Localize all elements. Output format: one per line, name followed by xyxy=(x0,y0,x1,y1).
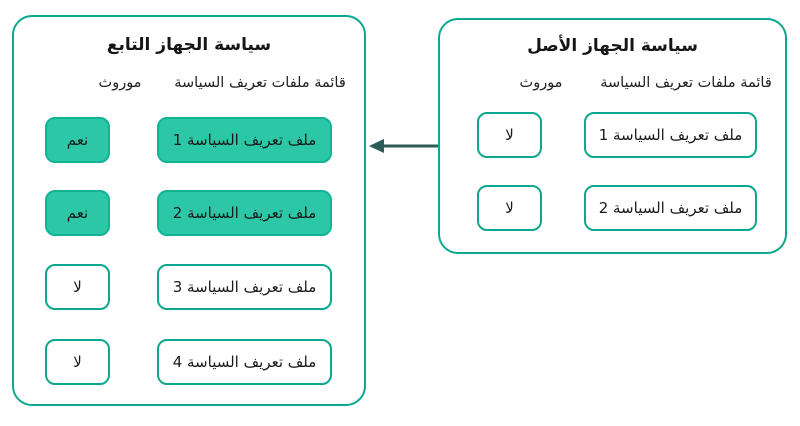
policy-profile-badge: ملف تعريف السياسة 2 xyxy=(157,190,332,236)
inherited-badge: لا xyxy=(477,185,542,231)
inheritance-arrow-icon xyxy=(368,136,438,156)
policy-profile-badge: ملف تعريف السياسة 2 xyxy=(584,185,757,231)
child-panel-title: سياسة الجهاز التابع xyxy=(106,35,272,55)
parent-policy-list-header: قائمة ملفات تعريف السياسة xyxy=(600,75,772,91)
inherited-badge: لا xyxy=(477,112,542,158)
inherited-badge: نعم xyxy=(45,117,110,163)
child-device-policy-panel: سياسة الجهاز التابع قائمة ملفات تعريف ال… xyxy=(12,15,366,406)
inherited-badge: لا xyxy=(45,339,110,385)
child-policy-list-header: قائمة ملفات تعريف السياسة xyxy=(174,75,346,91)
policy-profile-badge: ملف تعريف السياسة 1 xyxy=(584,112,757,158)
parent-inherited-header: موروث xyxy=(519,75,563,91)
policy-profile-badge: ملف تعريف السياسة 1 xyxy=(157,117,332,163)
parent-device-policy-panel: سياسة الجهاز الأصل قائمة ملفات تعريف الس… xyxy=(438,18,787,254)
child-inherited-header: موروث xyxy=(98,75,142,91)
parent-panel-title: سياسة الجهاز الأصل xyxy=(527,36,698,56)
policy-profile-badge: ملف تعريف السياسة 4 xyxy=(157,339,332,385)
policy-profile-badge: ملف تعريف السياسة 3 xyxy=(157,264,332,310)
inherited-badge: نعم xyxy=(45,190,110,236)
inherited-badge: لا xyxy=(45,264,110,310)
